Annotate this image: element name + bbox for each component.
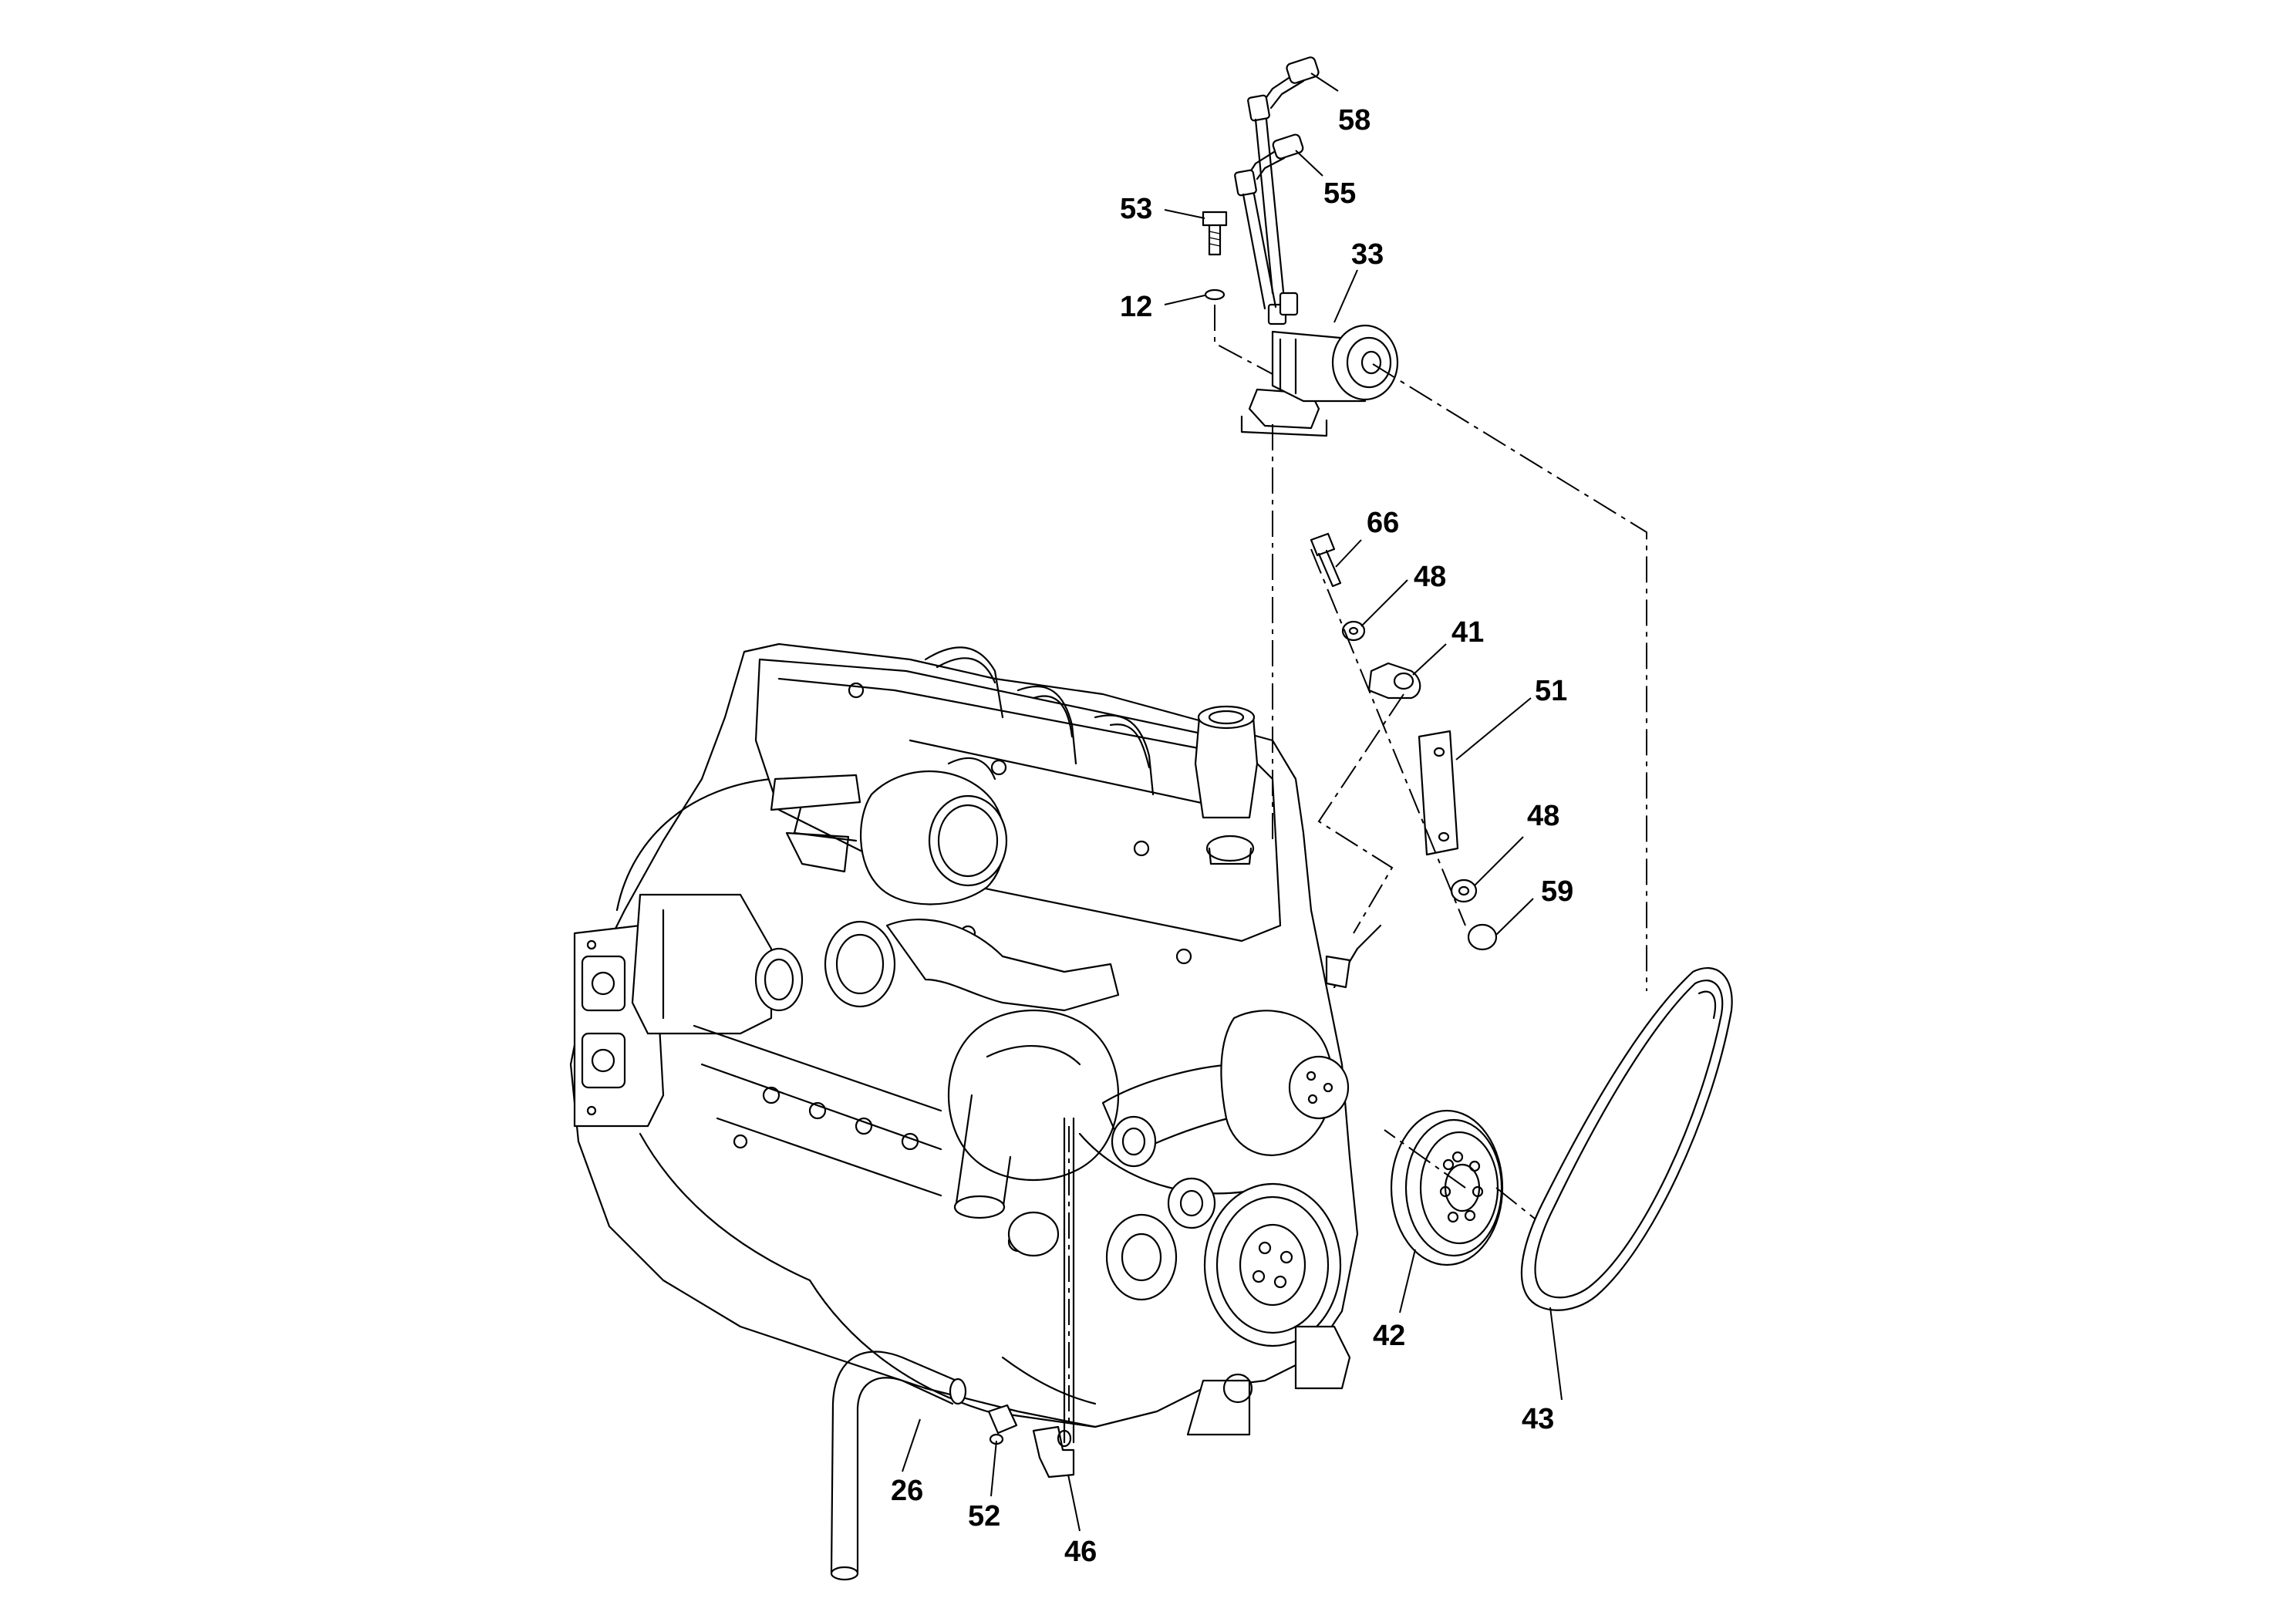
callout-51: 51	[1535, 675, 1567, 707]
callout-52: 52	[968, 1500, 1000, 1533]
callout-48-lower: 48	[1527, 800, 1559, 832]
hose-55	[1234, 133, 1304, 310]
hose-58	[1247, 56, 1320, 295]
assembly-lines	[1068, 305, 1647, 1427]
callout-58: 58	[1338, 104, 1371, 137]
callout-labels: 58 55 53 33 12 66 48 41 51 48 59 42 43 2…	[891, 104, 1573, 1568]
fitting-46	[1032, 1425, 1075, 1479]
plate-51	[1418, 730, 1459, 856]
callout-42: 42	[1373, 1320, 1405, 1352]
washer-48-upper	[1341, 620, 1366, 642]
bolt-66	[1310, 532, 1342, 588]
leader-lines	[902, 73, 1563, 1532]
callout-48-upper: 48	[1414, 561, 1446, 593]
washer-48-lower	[1450, 878, 1478, 903]
callout-46: 46	[1064, 1536, 1097, 1568]
callout-26: 26	[891, 1475, 923, 1507]
compressor-33	[1240, 292, 1399, 437]
hose-26	[830, 1351, 967, 1581]
washer-12	[1204, 288, 1226, 301]
callout-12: 12	[1120, 291, 1152, 323]
callout-66: 66	[1367, 507, 1399, 539]
callout-55: 55	[1323, 177, 1356, 210]
belt-43	[1520, 967, 1733, 1311]
callout-53: 53	[1120, 193, 1152, 225]
bolt-53	[1202, 211, 1228, 256]
callout-59: 59	[1541, 875, 1573, 908]
callout-43: 43	[1522, 1403, 1554, 1435]
engine-assembly	[569, 642, 1382, 1444]
clamp-41	[1367, 662, 1421, 700]
pulley-42	[1390, 1109, 1504, 1266]
cap-59	[1467, 923, 1498, 951]
callout-33: 33	[1351, 238, 1384, 271]
callout-41: 41	[1451, 616, 1484, 649]
fitting-52	[987, 1404, 1018, 1445]
